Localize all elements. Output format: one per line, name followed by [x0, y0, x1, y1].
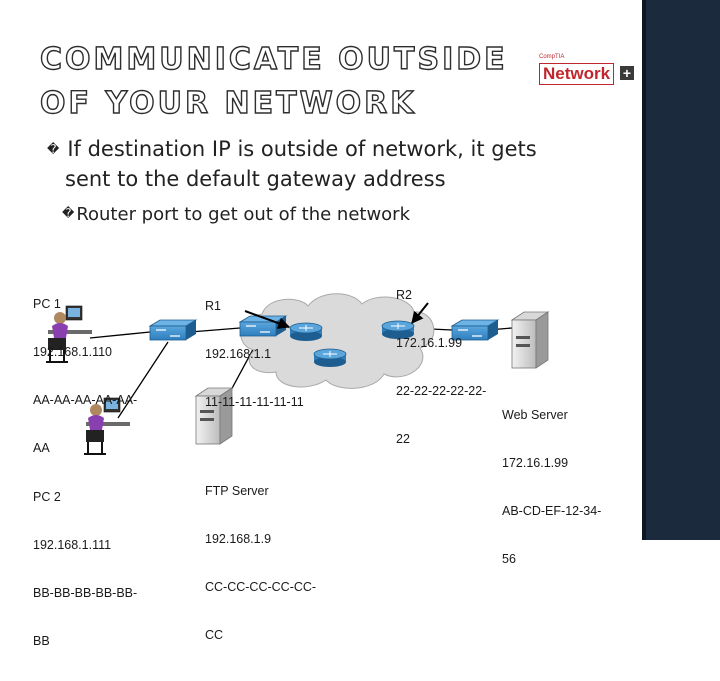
slide: COMMUNICATE OUTSIDE OF YOUR NETWORK Comp…: [33, 0, 720, 648]
logo-plus-icon: +: [620, 66, 634, 80]
bullet-marker-icon: �: [47, 142, 60, 156]
pc2-ip: 192.168.1.111: [33, 538, 112, 552]
slide-title: COMMUNICATE OUTSIDE OF YOUR NETWORK: [39, 38, 508, 126]
logo-brand-text: CompTIA: [539, 54, 565, 60]
switch-1-icon: [148, 319, 198, 341]
pc1-workstation-icon: [46, 305, 92, 363]
pc2-mac-line-2: BB: [33, 634, 50, 648]
router-center-icon: [313, 348, 347, 367]
link-switch1-pc2: [117, 341, 169, 419]
pc2-label: PC 2 192.168.1.111 BB-BB-BB-BB-BB- BB: [33, 457, 137, 681]
router-r2-icon: [381, 320, 415, 339]
ftp-server-mac-line-2: CC: [205, 628, 224, 642]
web-server-name: Web Server: [502, 408, 568, 422]
link-pc1-switch1: [89, 331, 151, 339]
bullet-1-line-1: If destination IP is outside of network,…: [67, 137, 537, 161]
r2-mac-line-1: 22-22-22-22-22-: [396, 384, 487, 398]
pc1-label: PC 1 192.168.1.110 AA-AA-AA-AA-AA- AA: [33, 264, 137, 488]
r2-name: R2: [396, 288, 412, 302]
r1-mac: 11-11-11-11-11-11: [205, 395, 304, 409]
slide-title-line-1: COMMUNICATE OUTSIDE: [39, 41, 508, 77]
slide-title-line-2: OF YOUR NETWORK: [39, 85, 417, 121]
logo-word: Network: [539, 63, 615, 85]
web-server-ip: 172.16.1.99: [502, 456, 569, 470]
pc1-mac-line-1: AA-AA-AA-AA-AA-: [33, 393, 138, 407]
bullet-2-text: Router port to get out of the network: [76, 204, 411, 225]
bullet-level-2: �Router port to get out of the network: [62, 200, 622, 228]
r2-ip: 172.16.1.99: [396, 336, 463, 350]
ftp-server-ip: 192.168.1.9: [205, 532, 272, 546]
bullet-level-1: � If destination IP is outside of network…: [47, 134, 627, 194]
web-server-label: Web Server 172.16.1.99 AB-CD-EF-12-34- 5…: [502, 375, 601, 599]
r2-mac-line-2: 22: [396, 432, 410, 446]
r1-name: R1: [205, 299, 221, 313]
pc1-ip: 192.168.1.110: [33, 345, 113, 359]
network-diagram: [46, 293, 550, 455]
sub-bullet-marker-icon: �: [62, 206, 75, 220]
router-r1-icon: [289, 322, 323, 341]
wan-cloud-icon: [240, 293, 435, 389]
ftp-server-icon: [194, 387, 234, 445]
pc1-mac-line-2: AA: [33, 441, 50, 455]
ftp-server-mac-line-1: CC-CC-CC-CC-CC-: [205, 580, 317, 594]
bullet-1-line-2: sent to the default gateway address: [65, 167, 446, 191]
ftp-server-label: FTP Server 192.168.1.9 CC-CC-CC-CC-CC- C…: [205, 451, 316, 675]
web-server-mac-line-1: AB-CD-EF-12-34-: [502, 504, 602, 518]
web-server-icon: [510, 311, 550, 369]
r1-ip: 192.168.1.1: [205, 347, 272, 361]
pc2-name: PC 2: [33, 490, 61, 504]
ftp-server-name: FTP Server: [205, 484, 269, 498]
side-bar-stripe: [642, 0, 646, 540]
r2-pointer-arrow: [411, 302, 429, 324]
r1-label: R1 192.168.1.1 11-11-11-11-11-11: [205, 266, 304, 442]
pc1-name: PC 1: [33, 297, 61, 311]
r2-label: R2 172.16.1.99 22-22-22-22-22- 22: [396, 255, 486, 479]
switch-3-icon: [450, 319, 500, 341]
link-switch1-switch2: [189, 327, 241, 333]
r1-pointer-arrow: [244, 310, 291, 329]
pc2-workstation-icon: [84, 397, 130, 455]
web-server-mac-line-2: 56: [502, 552, 516, 566]
pc2-mac-line-1: BB-BB-BB-BB-BB-: [33, 586, 138, 600]
decorative-side-bar: [642, 0, 720, 540]
network-plus-logo: CompTIA Network +: [539, 54, 635, 88]
